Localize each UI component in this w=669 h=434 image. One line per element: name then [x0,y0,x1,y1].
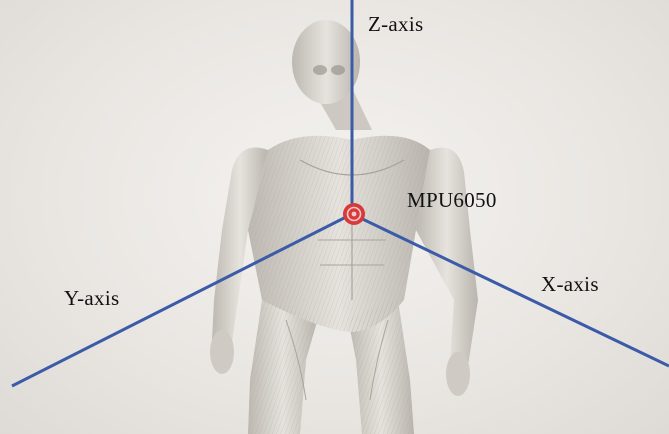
z-axis-label: Z-axis [368,12,423,37]
sensor-label: MPU6050 [407,188,497,213]
human-figure [210,20,478,434]
x-axis-label: X-axis [541,272,599,297]
imu-sensor-icon [343,203,365,225]
y-axis-label: Y-axis [64,286,119,311]
